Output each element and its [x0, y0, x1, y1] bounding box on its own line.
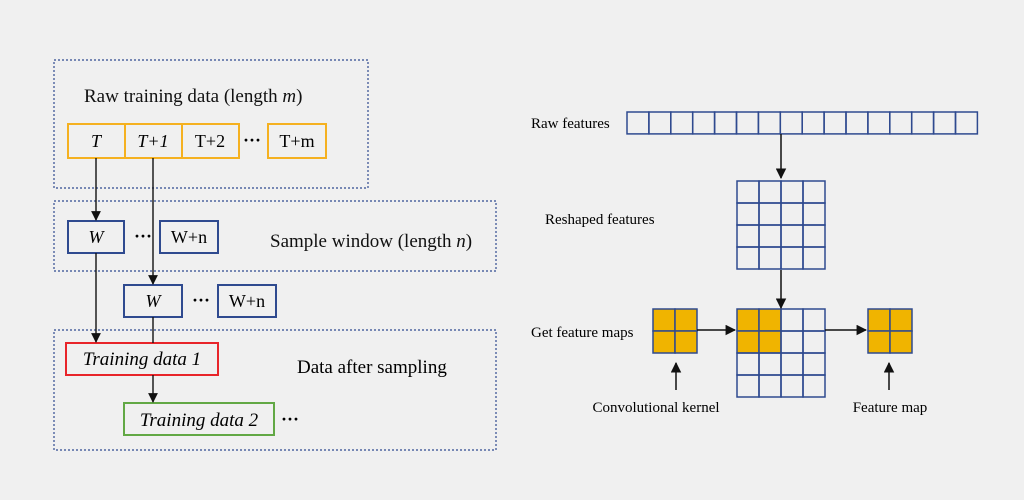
reshaped-feature-cell: [736, 224, 760, 248]
conv-input-cell: [780, 352, 804, 376]
kernel-cell: [652, 330, 676, 354]
raw-cell-tm-label: T+m: [279, 131, 314, 151]
raw-feature-cell: [670, 111, 694, 135]
reshaped-feature-cell: [802, 202, 826, 226]
kernel-cell: [674, 330, 698, 354]
kernel-cell: [652, 308, 676, 332]
raw-feature-cell: [713, 111, 738, 135]
raw-cell-t1-label: T+1: [137, 131, 168, 151]
reshaped-feature-cell: [758, 202, 782, 226]
get-feature-maps-label: Get feature maps: [531, 325, 634, 341]
feature-map-grid: [867, 308, 913, 354]
raw-feature-cell: [910, 111, 935, 135]
reshaped-feature-cell: [780, 180, 804, 204]
reshaped-feature-cell: [758, 224, 782, 248]
raw-ellipsis: ···: [243, 130, 261, 150]
window2-end-label: W+n: [229, 291, 265, 311]
sampling-diagram: Raw training data (length m) T T+1 T+2 ·…: [53, 59, 497, 451]
window2-ellipsis: ···: [192, 290, 210, 310]
conv-input-cell: [736, 374, 760, 398]
training-data-1-label: Training data 1: [83, 349, 201, 370]
sampling-region: [53, 329, 497, 451]
convolutional-kernel-label: Convolutional kernel: [592, 400, 719, 416]
conv-input-cell: [802, 352, 826, 376]
raw-cell-tm: [267, 123, 327, 159]
reshaped-feature-cell: [736, 202, 760, 226]
conv-input-cell: [736, 352, 760, 376]
raw-feature-cell: [648, 111, 672, 135]
conv-input-cell: [780, 308, 804, 332]
raw-cell-t2-label: T+2: [195, 131, 225, 151]
window1-end-label: W+n: [171, 227, 207, 247]
conv-input-cell: [758, 374, 782, 398]
training-ellipsis: ···: [281, 409, 299, 429]
raw-data-title: Raw training data (length m): [84, 86, 302, 107]
reshaped-feature-cell: [780, 246, 804, 270]
raw-features-label: Raw features: [531, 116, 610, 132]
kernel-cell: [674, 308, 698, 332]
feature-map-cell: [889, 330, 913, 354]
training-data-2-label: Training data 2: [140, 410, 259, 431]
reshaped-feature-cell: [758, 246, 782, 270]
feature-map-cell: [867, 308, 891, 332]
sample-window-region: [53, 200, 497, 272]
conv-input-cell: [802, 330, 826, 354]
raw-feature-cell: [801, 111, 825, 135]
raw-feature-cell: [626, 111, 650, 135]
reshaped-feature-cell: [736, 246, 760, 270]
raw-data-region: [53, 59, 369, 189]
raw-feature-cell: [823, 111, 847, 135]
reshaped-feature-cell: [802, 180, 826, 204]
raw-cell-t2: [181, 123, 240, 159]
raw-feature-cell: [845, 111, 869, 135]
window1-end-box: [159, 220, 219, 254]
sampling-label: Data after sampling: [297, 357, 447, 378]
conv-input-cell: [758, 352, 782, 376]
conv-input-cell: [758, 330, 782, 354]
window1-start-label: W: [89, 227, 106, 247]
cnn-feature-diagram: Raw features Reshaped features Get featu…: [531, 111, 979, 416]
window1-ellipsis: ···: [134, 226, 152, 246]
conv-input-cell: [736, 330, 760, 354]
reshaped-feature-cell: [780, 202, 804, 226]
window2-end-box: [217, 284, 277, 318]
conv-input-cell: [780, 330, 804, 354]
raw-feature-cell: [757, 111, 782, 135]
sample-window-label: Sample window (length n): [270, 231, 472, 252]
feature-map-cell: [867, 330, 891, 354]
training-data-2-box: [123, 402, 275, 436]
raw-feature-cell: [954, 111, 979, 135]
reshaped-feature-cell: [780, 224, 804, 248]
conv-input-cell: [758, 308, 782, 332]
conv-input-cell: [736, 308, 760, 332]
raw-feature-cell: [779, 111, 803, 135]
conv-input-cell: [802, 374, 826, 398]
reshaped-feature-cell: [736, 180, 760, 204]
window2-start-label: W: [146, 291, 163, 311]
reshaped-feature-cell: [802, 224, 826, 248]
reshaped-features-label: Reshaped features: [545, 212, 655, 228]
reshaped-feature-cell: [758, 180, 782, 204]
reshaped-feature-cell: [802, 246, 826, 270]
raw-feature-cell: [889, 111, 913, 135]
raw-cell-t-label: T: [91, 131, 103, 151]
convolution-input-grid: [736, 308, 826, 398]
training-data-1-box: [65, 342, 219, 376]
raw-features-strip: [626, 111, 979, 135]
feature-map-label: Feature map: [853, 400, 928, 416]
conv-input-cell: [802, 308, 826, 332]
raw-feature-cell: [867, 111, 891, 135]
raw-feature-cell: [932, 111, 957, 135]
raw-feature-cell: [691, 111, 716, 135]
feature-map-cell: [889, 308, 913, 332]
conv-input-cell: [780, 374, 804, 398]
convolutional-kernel-grid: [652, 308, 698, 354]
reshaped-features-grid: [736, 180, 826, 270]
raw-feature-cell: [735, 111, 760, 135]
